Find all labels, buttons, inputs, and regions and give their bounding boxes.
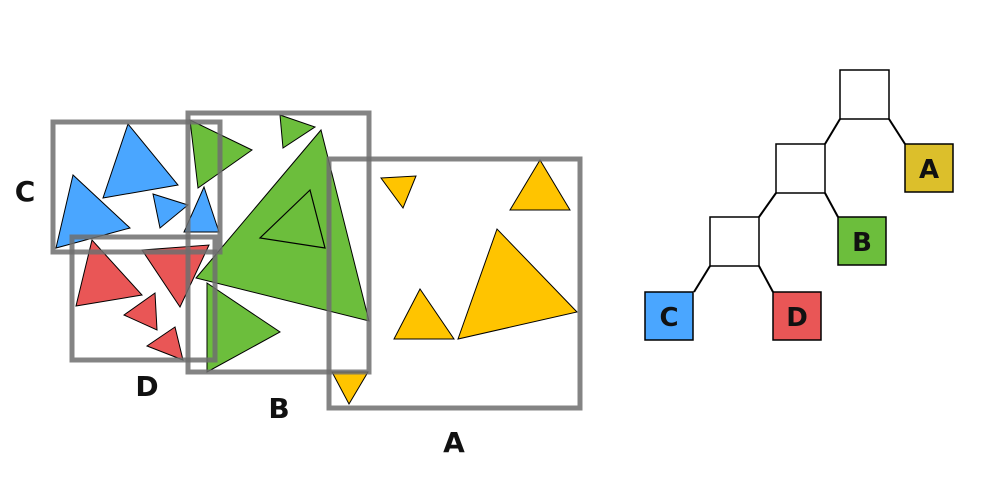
- region-d-triangles: [75, 238, 210, 361]
- green-triangle: [195, 128, 370, 322]
- green-triangle-outline: [258, 188, 326, 249]
- tree-leaf-a: [904, 143, 954, 193]
- yellow-triangle: [457, 228, 578, 340]
- green-triangle: [206, 282, 281, 373]
- yellow-triangle: [380, 175, 417, 210]
- region-label-d: D: [135, 370, 158, 403]
- bounding-boxes: [50, 110, 583, 411]
- green-triangle: [279, 114, 317, 149]
- tree-edge: [758, 192, 777, 218]
- tree-leaf-b-label: B: [852, 228, 872, 258]
- tree-edge: [888, 118, 906, 145]
- region-a-triangles: [331, 159, 578, 406]
- region-label-a: A: [443, 426, 465, 459]
- tree-edge: [824, 192, 839, 218]
- tree-leaf-b: [837, 216, 887, 266]
- blue-triangle: [152, 193, 190, 229]
- red-triangle: [145, 326, 184, 361]
- blue-triangle: [183, 185, 220, 233]
- tree-edge: [824, 118, 841, 145]
- tree-leaf-d-label: D: [786, 303, 808, 333]
- yellow-triangle: [331, 371, 369, 406]
- tree-edge: [693, 265, 711, 293]
- region-c-triangles: [55, 122, 220, 249]
- tree-leaf-c: [644, 291, 694, 341]
- tree-leaf-d: [772, 291, 822, 341]
- red-triangle: [75, 238, 143, 307]
- region-label-b: B: [268, 392, 289, 425]
- tree-leaf-c-label: C: [659, 303, 678, 333]
- tree-node-root: [839, 69, 890, 120]
- yellow-triangle: [509, 159, 571, 211]
- bounding-box-b: [185, 110, 372, 375]
- tree-edges: [693, 118, 906, 293]
- bounding-box-c: [50, 119, 223, 255]
- yellow-triangle: [393, 288, 455, 340]
- bounding-box-d: [69, 234, 218, 363]
- tree-node-left-left: [709, 216, 760, 267]
- tree-node-left: [775, 143, 826, 194]
- red-triangle: [141, 244, 210, 309]
- blue-triangle: [102, 122, 179, 199]
- tree-leaf-a-label: A: [919, 155, 939, 185]
- tree-edge: [758, 265, 774, 293]
- region-label-c: C: [15, 175, 36, 208]
- bounding-box-a: [326, 156, 583, 411]
- red-triangle: [123, 292, 158, 331]
